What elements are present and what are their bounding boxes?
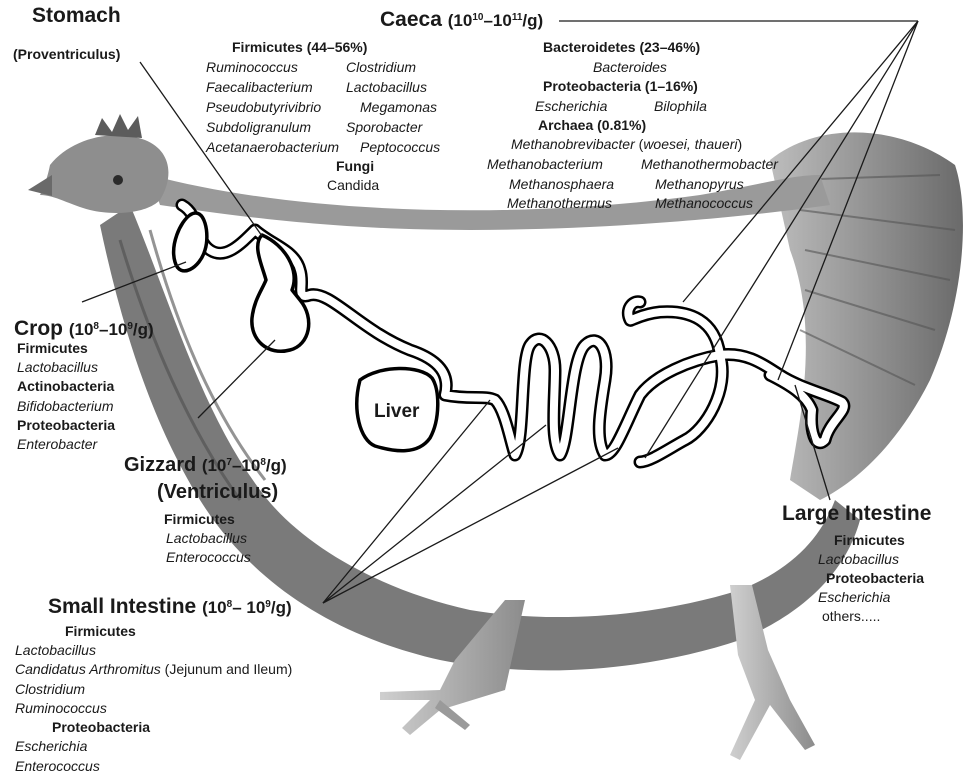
large-intestine-proteobacteria: Proteobacteria bbox=[826, 571, 924, 585]
genus-escherichia: Escherichia bbox=[535, 99, 607, 113]
caeca-archaea: Archaea (0.81%) bbox=[538, 118, 646, 132]
gizzard-enterococcus: Enterococcus bbox=[166, 550, 251, 564]
genus-acetanaerobacterium: Acetanaerobacterium bbox=[206, 140, 339, 154]
crop-lactobacillus: Lactobacillus bbox=[17, 360, 98, 374]
small-intestine-candidatus: Candidatus Arthromitus (Jejunum and Ileu… bbox=[15, 662, 292, 676]
small-intestine-firmicutes: Firmicutes bbox=[65, 624, 136, 638]
crop-firmicutes: Firmicutes bbox=[17, 341, 88, 355]
genus-methanococcus: Methanococcus bbox=[655, 196, 753, 210]
crop-enterobacter: Enterobacter bbox=[17, 437, 97, 451]
gizzard-lactobacillus: Lactobacillus bbox=[166, 531, 247, 545]
crop-bifidobacterium: Bifidobacterium bbox=[17, 399, 114, 413]
genus-peptococcus: Peptococcus bbox=[360, 140, 440, 154]
small-intestine-clostridium: Clostridium bbox=[15, 682, 85, 696]
crop-title: Crop bbox=[14, 317, 63, 340]
gizzard-firmicutes: Firmicutes bbox=[164, 512, 235, 526]
genus-methanopyrus: Methanopyrus bbox=[655, 177, 744, 191]
small-intestine-ruminococcus: Ruminococcus bbox=[15, 701, 107, 715]
gizzard-title: Gizzard bbox=[124, 454, 196, 476]
crop-heading: Crop (108–109/g) bbox=[14, 318, 154, 339]
caeca-firmicutes: Firmicutes (44–56%) bbox=[232, 40, 367, 54]
small-intestine-enterococcus: Enterococcus bbox=[15, 759, 100, 773]
gizzard-subtitle: (Ventriculus) bbox=[157, 482, 278, 502]
large-intestine-escherichia: Escherichia bbox=[818, 590, 890, 604]
beak bbox=[28, 175, 52, 196]
caeca-fungi: Fungi bbox=[336, 159, 374, 173]
genus-bilophila: Bilophila bbox=[654, 99, 707, 113]
stomach-subtitle: (Proventriculus) bbox=[13, 47, 120, 61]
caeca-heading: Caeca (1010–1011/g) bbox=[380, 9, 543, 30]
genus-sporobacter: Sporobacter bbox=[346, 120, 422, 134]
genus-candida: Candida bbox=[327, 178, 379, 192]
gizzard-concentration: (107–108/g) bbox=[202, 456, 287, 475]
genus-subdoligranulum: Subdoligranulum bbox=[206, 120, 311, 134]
small-intestine-lactobacillus: Lactobacillus bbox=[15, 643, 96, 657]
genus-clostridium: Clostridium bbox=[346, 60, 416, 74]
small-intestine-escherichia: Escherichia bbox=[15, 739, 87, 753]
digestive-tract bbox=[174, 205, 844, 462]
genus-methanobrevibacter: Methanobrevibacter (woesei, thaueri) bbox=[511, 137, 742, 151]
crop-concentration: (108–109/g) bbox=[69, 320, 154, 339]
chicken-head bbox=[40, 135, 168, 213]
genus-methanothermobacter: Methanothermobacter bbox=[641, 157, 778, 171]
eye bbox=[113, 175, 123, 185]
comb bbox=[95, 114, 142, 138]
small-intestine-concentration: (108– 109/g) bbox=[202, 598, 292, 617]
caeca-concentration: (1010–1011/g) bbox=[448, 11, 543, 30]
stomach-title: Stomach bbox=[32, 5, 121, 26]
crop-pouch bbox=[174, 213, 207, 271]
caeca-bacteroidetes: Bacteroidetes (23–46%) bbox=[543, 40, 700, 54]
small-intestine-title: Small Intestine bbox=[48, 595, 196, 618]
genus-ruminococcus: Ruminococcus bbox=[206, 60, 298, 74]
small-intestine-heading: Small Intestine (108– 109/g) bbox=[48, 596, 292, 617]
genus-methanosphaera: Methanosphaera bbox=[509, 177, 614, 191]
caeca-title: Caeca bbox=[380, 8, 442, 31]
large-intestine-others: others..... bbox=[822, 609, 880, 623]
large-intestine-lactobacillus: Lactobacillus bbox=[818, 552, 899, 566]
genus-methanothermus: Methanothermus bbox=[507, 196, 612, 210]
genus-methanobacterium: Methanobacterium bbox=[487, 157, 603, 171]
genus-megamonas: Megamonas bbox=[360, 100, 437, 114]
genus-faecalibacterium: Faecalibacterium bbox=[206, 80, 313, 94]
liver-label: Liver bbox=[374, 402, 419, 421]
large-intestine-title: Large Intestine bbox=[782, 503, 931, 524]
crop-proteobacteria: Proteobacteria bbox=[17, 418, 115, 432]
crop-actinobacteria: Actinobacteria bbox=[17, 379, 114, 393]
caeca-proteobacteria: Proteobacteria (1–16%) bbox=[543, 79, 698, 93]
genus-bacteroides: Bacteroides bbox=[593, 60, 667, 74]
gizzard-heading: Gizzard (107–108/g) bbox=[124, 455, 287, 475]
genus-pseudobutyrivibrio: Pseudobutyrivibrio bbox=[206, 100, 321, 114]
small-intestine-proteobacteria: Proteobacteria bbox=[52, 720, 150, 734]
genus-lactobacillus: Lactobacillus bbox=[346, 80, 427, 94]
large-intestine-firmicutes: Firmicutes bbox=[834, 533, 905, 547]
